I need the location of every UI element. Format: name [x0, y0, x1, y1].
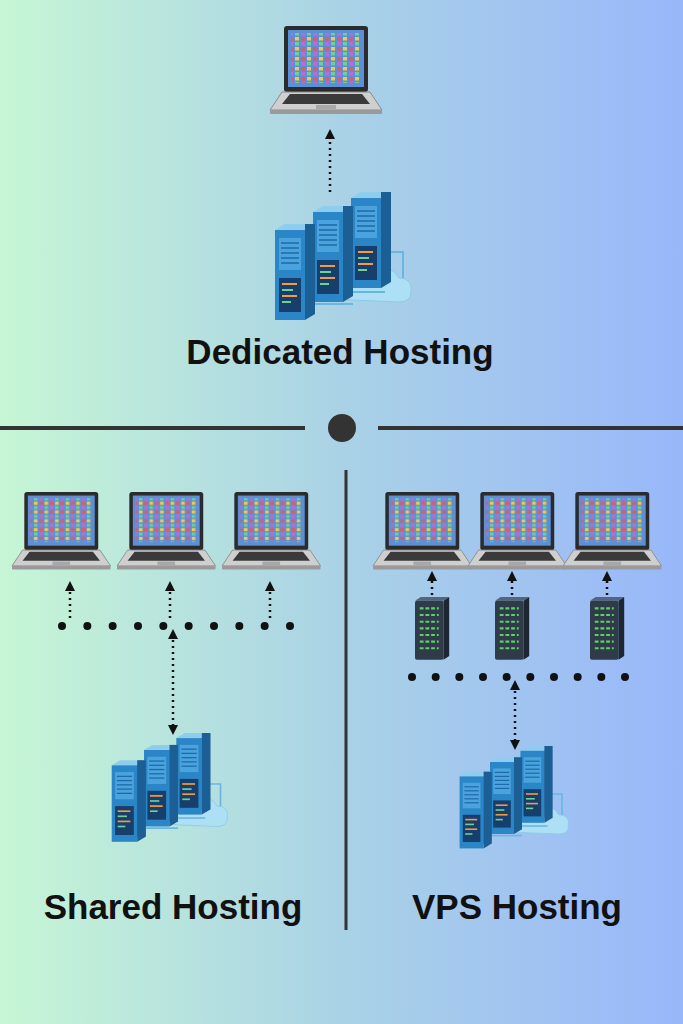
- laptop-icon: [270, 26, 382, 114]
- section-title: Shared Hosting: [44, 888, 303, 927]
- server-icon: [275, 192, 411, 320]
- section-title: Dedicated Hosting: [186, 333, 493, 372]
- dot: [134, 622, 142, 630]
- dotted-arrow: [329, 134, 332, 192]
- dot: [479, 673, 487, 681]
- vps-illustration: [373, 492, 662, 848]
- divider: [0, 414, 683, 930]
- dot: [503, 673, 511, 681]
- dot: [286, 622, 294, 630]
- dot-row: [58, 622, 294, 630]
- dot: [83, 622, 91, 630]
- laptop-icon: [563, 492, 662, 569]
- laptop-icon: [12, 492, 111, 569]
- dot: [58, 622, 66, 630]
- vps-server-icon: [590, 597, 624, 660]
- dot: [550, 673, 558, 681]
- dot: [109, 622, 117, 630]
- dot: [408, 673, 416, 681]
- dot: [235, 622, 243, 630]
- dot: [526, 673, 534, 681]
- section-title: VPS Hosting: [412, 888, 622, 927]
- dot: [261, 622, 269, 630]
- shared-illustration: [12, 492, 321, 842]
- laptop-icon: [222, 492, 321, 569]
- dot: [597, 673, 605, 681]
- laptop-icon: [468, 492, 567, 569]
- dot: [432, 673, 440, 681]
- dedicated-illustration: [270, 26, 411, 320]
- laptop-icon: [373, 492, 472, 569]
- dot: [210, 622, 218, 630]
- dot-row: [408, 673, 629, 681]
- dotted-arrow: [70, 586, 270, 730]
- dot: [621, 673, 629, 681]
- vps-server-icon: [495, 597, 529, 660]
- dot: [159, 622, 167, 630]
- dotted-arrow: [432, 576, 607, 745]
- laptop-icon: [117, 492, 216, 569]
- vps-server-icon: [415, 597, 449, 660]
- dot: [574, 673, 582, 681]
- server-icon: [460, 746, 569, 848]
- dot: [185, 622, 193, 630]
- server-icon: [112, 733, 228, 842]
- dot: [455, 673, 463, 681]
